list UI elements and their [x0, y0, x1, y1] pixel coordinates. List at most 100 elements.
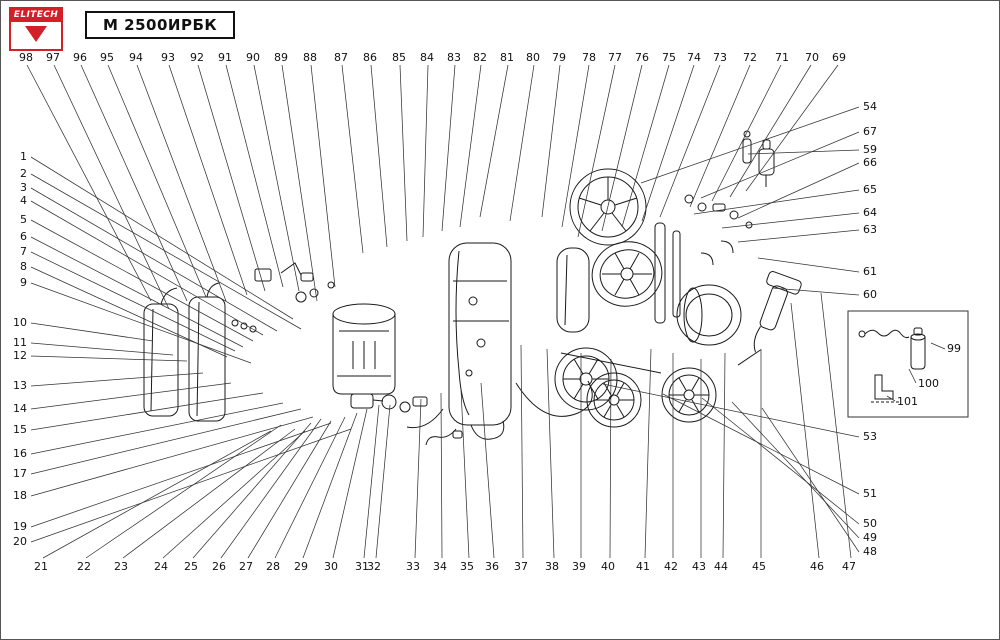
- callout-label-90: 90: [246, 51, 260, 64]
- callout-label-28: 28: [266, 560, 280, 573]
- callout-line-100: [908, 368, 917, 384]
- callout-label-95: 95: [100, 51, 114, 64]
- callout-label-17: 17: [13, 467, 27, 480]
- callout-label-99: 99: [947, 342, 961, 355]
- callout-label-69: 69: [832, 51, 846, 64]
- callout-label-22: 22: [77, 560, 91, 573]
- model-title: М 2500ИРБК: [85, 11, 236, 39]
- motor-assembly: [332, 303, 396, 395]
- callout-label-72: 72: [743, 51, 757, 64]
- callout-line-24: [162, 430, 306, 559]
- callout-line-75: [621, 64, 670, 228]
- callout-label-47: 47: [842, 560, 856, 573]
- callout-line-89: [281, 64, 318, 302]
- callout-label-30: 30: [324, 560, 338, 573]
- callout-line-99: [930, 342, 946, 350]
- callout-label-9: 9: [20, 276, 27, 289]
- callout-label-76: 76: [635, 51, 649, 64]
- callout-line-59: [747, 149, 860, 155]
- hoses: [406, 380, 593, 440]
- callout-line-49: [731, 401, 860, 539]
- callout-line-29: [302, 412, 358, 559]
- callout-line-91: [225, 64, 284, 288]
- hose-reel-drum: [676, 284, 742, 346]
- callout-label-89: 89: [274, 51, 288, 64]
- callout-line-54: [640, 106, 860, 184]
- callout-label-14: 14: [13, 402, 27, 415]
- callout-line-19: [30, 422, 332, 528]
- callout-line-97: [53, 64, 170, 310]
- callout-label-77: 77: [608, 51, 622, 64]
- callout-label-23: 23: [114, 560, 128, 573]
- callout-line-11: [30, 342, 174, 356]
- callout-line-96: [80, 64, 188, 302]
- callout-line-82: [459, 64, 482, 228]
- callout-label-87: 87: [334, 51, 348, 64]
- accessory-inset-box: [847, 310, 969, 418]
- callout-line-21: [42, 430, 272, 559]
- callout-label-45: 45: [752, 560, 766, 573]
- callout-label-66: 66: [863, 156, 877, 169]
- callout-label-88: 88: [303, 51, 317, 64]
- callout-label-85: 85: [392, 51, 406, 64]
- drawing-layer: [143, 130, 969, 446]
- callout-line-86: [370, 64, 388, 248]
- upright-tubes: [654, 222, 681, 324]
- callout-label-96: 96: [73, 51, 87, 64]
- callout-label-78: 78: [582, 51, 596, 64]
- callout-label-12: 12: [13, 349, 27, 362]
- callout-label-20: 20: [13, 535, 27, 548]
- side-panel: [556, 247, 590, 333]
- callout-label-39: 39: [572, 560, 586, 573]
- callout-label-27: 27: [239, 560, 253, 573]
- callout-line-36: [480, 382, 495, 559]
- callout-line-12: [30, 355, 188, 362]
- callout-line-31: [363, 404, 380, 559]
- callout-line-51: [662, 393, 860, 495]
- callout-label-31: 31: [355, 560, 369, 573]
- callout-label-34: 34: [433, 560, 447, 573]
- callout-line-53: [602, 383, 860, 438]
- callout-line-98: [26, 64, 152, 302]
- nozzle-lance-parts: [742, 130, 775, 187]
- pump-assembly: [350, 393, 428, 413]
- callout-line-40: [609, 358, 612, 559]
- callout-line-93: [168, 64, 248, 296]
- callout-line-74: [641, 64, 695, 222]
- pulley-wheel: [569, 168, 647, 246]
- callout-label-46: 46: [810, 560, 824, 573]
- elitech-logo-triangle-icon: [25, 26, 47, 42]
- callout-line-90: [253, 64, 300, 292]
- callout-line-81: [479, 64, 509, 218]
- callout-label-98: 98: [19, 51, 33, 64]
- callout-label-54: 54: [863, 100, 877, 113]
- callout-label-42: 42: [664, 560, 678, 573]
- callout-label-59: 59: [863, 143, 877, 156]
- callout-line-2: [30, 173, 302, 330]
- callout-label-29: 29: [294, 560, 308, 573]
- callout-line-92: [197, 64, 266, 292]
- callout-label-43: 43: [692, 560, 706, 573]
- callout-label-26: 26: [212, 560, 226, 573]
- callout-line-27: [247, 420, 332, 559]
- callout-label-21: 21: [34, 560, 48, 573]
- callout-label-94: 94: [129, 51, 143, 64]
- callout-label-70: 70: [805, 51, 819, 64]
- main-housing: [448, 242, 512, 426]
- callout-line-60: [771, 287, 860, 296]
- callout-label-10: 10: [13, 316, 27, 329]
- callout-label-18: 18: [13, 489, 27, 502]
- callout-line-6: [30, 236, 244, 348]
- callout-line-76: [601, 64, 643, 232]
- callout-line-50: [701, 397, 860, 525]
- callout-label-44: 44: [714, 560, 728, 573]
- callout-label-38: 38: [545, 560, 559, 573]
- callout-line-95: [107, 64, 207, 298]
- callout-line-73: [659, 64, 721, 218]
- pipe-fittings: [684, 194, 753, 266]
- callout-label-63: 63: [863, 223, 877, 236]
- belt-wheel: [591, 241, 663, 307]
- callout-label-1: 1: [20, 150, 27, 163]
